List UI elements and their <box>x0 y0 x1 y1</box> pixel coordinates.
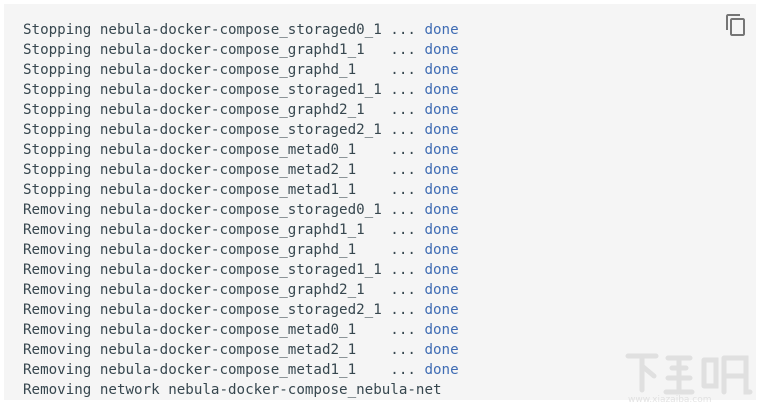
copy-button[interactable] <box>724 13 748 37</box>
status-done: done <box>424 362 459 378</box>
status-done: done <box>424 282 459 298</box>
code-line-text: Removing nebula-docker-compose_metad0_1 … <box>23 322 425 338</box>
code-line-text: Removing network nebula-docker-compose_n… <box>23 382 442 398</box>
code-line: Stopping nebula-docker-compose_graphd1_1… <box>23 40 459 60</box>
code-line-text: Stopping nebula-docker-compose_storaged1… <box>23 82 425 98</box>
status-done: done <box>424 22 459 38</box>
code-line: Removing nebula-docker-compose_metad0_1 … <box>23 320 459 340</box>
code-line: Stopping nebula-docker-compose_storaged2… <box>23 120 459 140</box>
code-line: Stopping nebula-docker-compose_metad2_1 … <box>23 160 459 180</box>
status-done: done <box>424 42 459 58</box>
svg-text:www.xiazaiba.com: www.xiazaiba.com <box>628 395 712 404</box>
code-line: Removing nebula-docker-compose_metad2_1 … <box>23 340 459 360</box>
status-done: done <box>424 122 459 138</box>
code-line: Removing nebula-docker-compose_graphd1_1… <box>23 220 459 240</box>
code-line-text: Removing nebula-docker-compose_metad2_1 … <box>23 342 425 358</box>
code-line: Stopping nebula-docker-compose_graphd_1 … <box>23 60 459 80</box>
code-line: Stopping nebula-docker-compose_metad0_1 … <box>23 140 459 160</box>
code-line: Removing nebula-docker-compose_graphd2_1… <box>23 280 459 300</box>
status-done: done <box>424 142 459 158</box>
code-line-text: Stopping nebula-docker-compose_storaged2… <box>23 122 425 138</box>
code-line-text: Stopping nebula-docker-compose_metad1_1 … <box>23 182 425 198</box>
status-done: done <box>424 302 459 318</box>
code-line: Removing nebula-docker-compose_graphd_1 … <box>23 240 459 260</box>
code-line: Removing nebula-docker-compose_storaged1… <box>23 260 459 280</box>
code-line: Stopping nebula-docker-compose_storaged1… <box>23 80 459 100</box>
code-line: Removing nebula-docker-compose_storaged0… <box>23 200 459 220</box>
status-done: done <box>424 342 459 358</box>
code-line: Removing nebula-docker-compose_storaged2… <box>23 300 459 320</box>
status-done: done <box>424 242 459 258</box>
status-done: done <box>424 102 459 118</box>
code-line-text: Removing nebula-docker-compose_storaged1… <box>23 262 425 278</box>
code-line-text: Stopping nebula-docker-compose_graphd1_1… <box>23 42 425 58</box>
code-line-text: Stopping nebula-docker-compose_graphd2_1… <box>23 102 425 118</box>
status-done: done <box>424 82 459 98</box>
code-line: Removing nebula-docker-compose_metad1_1 … <box>23 360 459 380</box>
site-logo-watermark: www.xiazaiba.com <box>620 346 758 405</box>
code-line: Stopping nebula-docker-compose_graphd2_1… <box>23 100 459 120</box>
status-done: done <box>424 262 459 278</box>
code-line-text: Removing nebula-docker-compose_storaged2… <box>23 302 425 318</box>
code-line-text: Stopping nebula-docker-compose_storaged0… <box>23 22 425 38</box>
status-done: done <box>424 182 459 198</box>
status-done: done <box>424 162 459 178</box>
status-done: done <box>424 62 459 78</box>
code-line-text: Removing nebula-docker-compose_graphd1_1… <box>23 222 425 238</box>
status-done: done <box>424 322 459 338</box>
status-done: done <box>424 222 459 238</box>
code-line-text: Removing nebula-docker-compose_graphd2_1… <box>23 282 425 298</box>
code-line-text: Removing nebula-docker-compose_graphd_1 … <box>23 242 425 258</box>
code-line-text: Removing nebula-docker-compose_metad1_1 … <box>23 362 425 378</box>
code-line-text: Stopping nebula-docker-compose_metad0_1 … <box>23 142 425 158</box>
code-line-text: Removing nebula-docker-compose_storaged0… <box>23 202 425 218</box>
code-block: Stopping nebula-docker-compose_storaged0… <box>4 4 756 400</box>
copy-icon <box>726 14 745 36</box>
code-line: Stopping nebula-docker-compose_metad1_1 … <box>23 180 459 200</box>
code-line: Stopping nebula-docker-compose_storaged0… <box>23 20 459 40</box>
code-line: Removing network nebula-docker-compose_n… <box>23 380 459 400</box>
code-line-text: Stopping nebula-docker-compose_graphd_1 … <box>23 62 425 78</box>
code-line-text: Stopping nebula-docker-compose_metad2_1 … <box>23 162 425 178</box>
code-lines: Stopping nebula-docker-compose_storaged0… <box>23 20 459 400</box>
status-done: done <box>424 202 459 218</box>
